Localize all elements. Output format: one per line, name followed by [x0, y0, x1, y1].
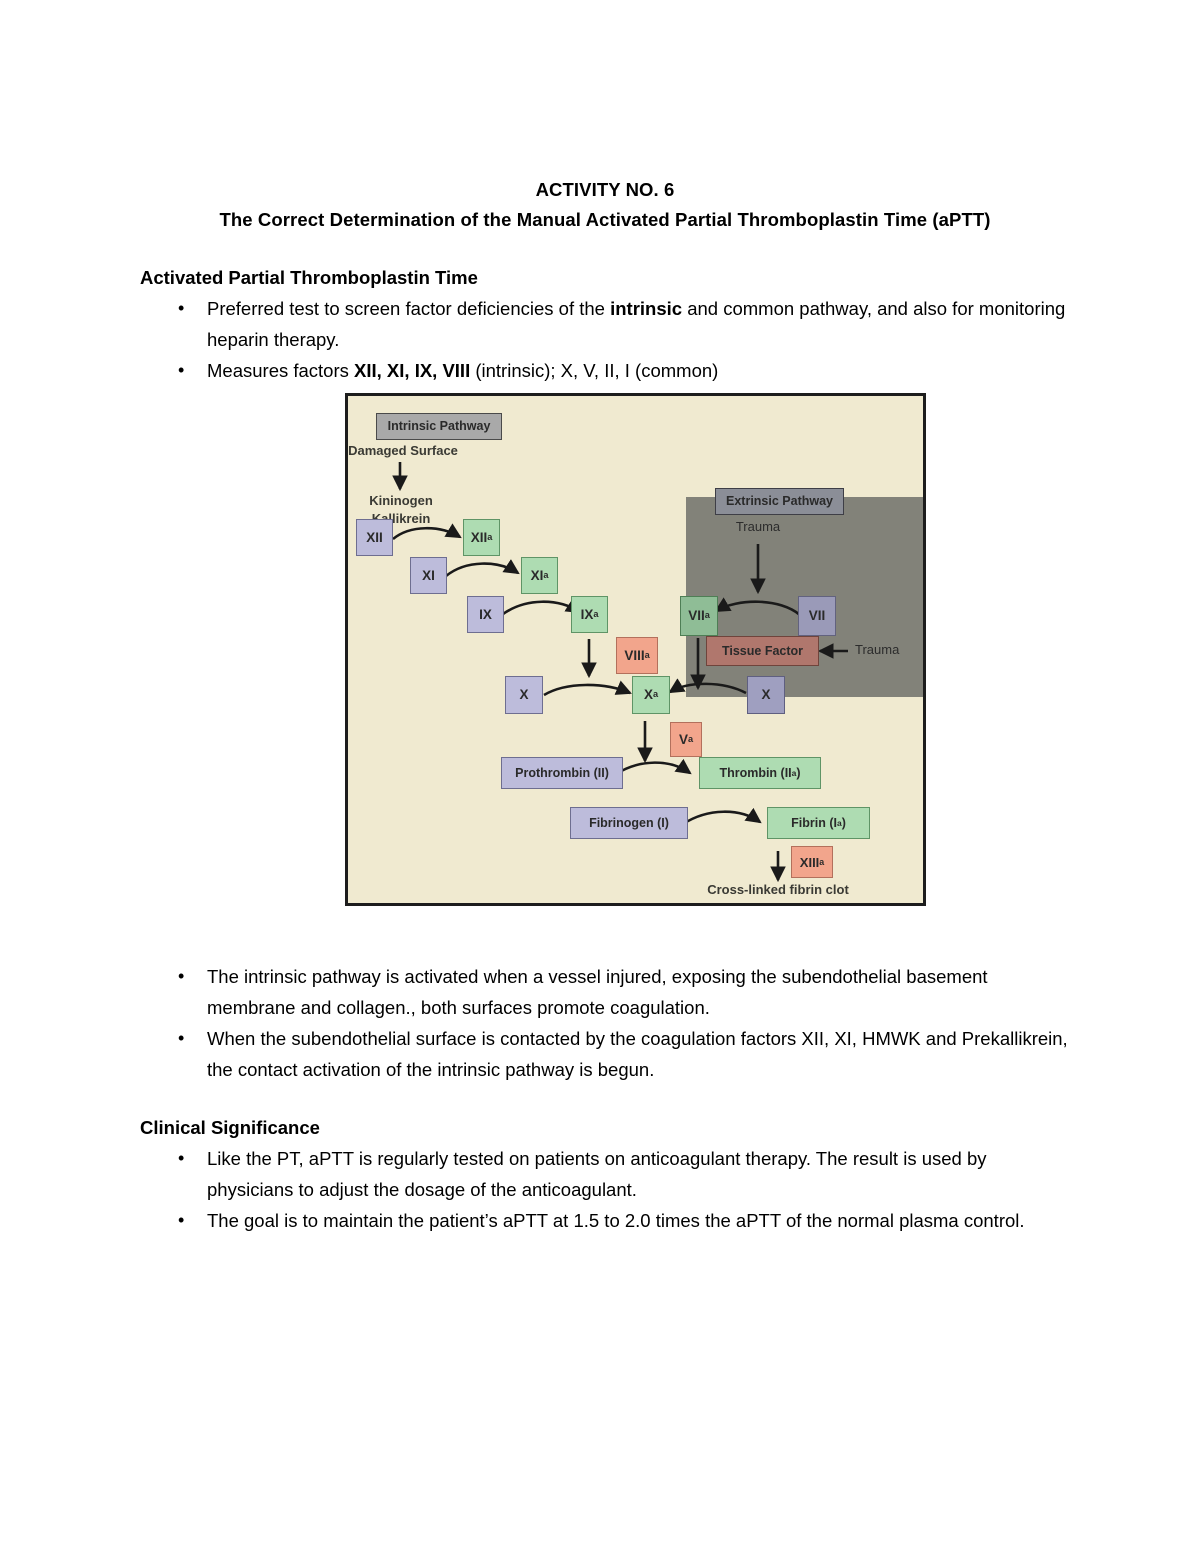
page-title: ACTIVITY NO. 6 — [535, 179, 675, 200]
node-label: Thrombin (II — [719, 765, 792, 780]
node-label: VII — [808, 608, 826, 624]
body-text: and common pathway, and also for monitor… — [207, 298, 1066, 350]
body-text: The intrinsic pathway is activated when … — [207, 966, 988, 1018]
node-prothrombin: Prothrombin (II) — [501, 757, 623, 789]
label-trauma-top: Trauma — [735, 519, 781, 534]
heading-clinical-significance: Clinical Significance — [140, 1117, 320, 1138]
node-sub: a — [652, 689, 659, 700]
node-label: X — [643, 687, 653, 703]
emphasis-text: intrinsic — [610, 298, 683, 319]
node-label: XIII — [799, 854, 820, 870]
node-label: VII — [688, 608, 705, 624]
heading-aptt: Activated Partial Thromboplastin Time — [140, 267, 478, 288]
node-label: V — [678, 731, 688, 747]
node-label: Fibrin (I — [791, 815, 837, 830]
node-label: Fibrinogen (I) — [589, 815, 669, 830]
node-sub: a — [543, 569, 549, 580]
node-label: Intrinsic Pathway — [387, 419, 491, 434]
emphasis-text: XII, XI, IX, VIII — [354, 360, 471, 381]
node-sub: a — [644, 649, 650, 660]
label-cross-linked-fibrin-clot: Cross-linked fibrin clot — [707, 882, 849, 897]
node-label: XI — [530, 567, 544, 583]
node-intrinsic-pathway-header: Intrinsic Pathway — [376, 413, 502, 440]
body-text: Measures factors — [207, 360, 355, 381]
node-sub: a — [593, 608, 599, 619]
label-damaged-surface: Damaged Surface — [348, 443, 458, 458]
list-item: Measures factors XII, XI, IX, VIII (intr… — [140, 355, 1070, 386]
node-label: X — [519, 687, 529, 703]
list-item: When the subendothelial surface is conta… — [140, 1023, 1070, 1085]
node-suffix: ) — [796, 765, 801, 780]
node-sub: a — [487, 531, 493, 542]
list-item: The goal is to maintain the patient’s aP… — [140, 1205, 1070, 1236]
node-label: XII — [470, 529, 488, 545]
body-text: (intrinsic); X, V, II, I (common) — [470, 360, 719, 381]
node-factor-ix: IX — [467, 596, 504, 633]
node-label: Extrinsic Pathway — [726, 494, 833, 509]
node-sub: a — [791, 767, 797, 778]
list-aptt: Preferred test to screen factor deficien… — [140, 293, 1070, 386]
body-text: Like the PT, aPTT is regularly tested on… — [207, 1148, 987, 1200]
node-factor-vii: VII — [798, 596, 836, 636]
body-text: Preferred test to screen factor deficien… — [207, 298, 611, 319]
node-tissue-factor: Tissue Factor — [706, 636, 819, 666]
node-label: VIII — [624, 647, 645, 663]
list-clinical-significance: Like the PT, aPTT is regularly tested on… — [140, 1143, 1070, 1236]
node-label: IX — [580, 606, 594, 622]
figure-canvas: Intrinsic Pathway Extrinsic Pathway Dama… — [348, 396, 923, 903]
node-fibrinogen: Fibrinogen (I) — [570, 807, 688, 839]
node-label: IX — [479, 606, 492, 622]
label-kininogen: Kininogen — [369, 493, 433, 508]
node-factor-x-right: X — [747, 676, 785, 714]
page-subtitle: The Correct Determination of the Manual … — [219, 209, 991, 230]
body-text: The goal is to maintain the patient’s aP… — [207, 1210, 1025, 1231]
node-sub: a — [704, 610, 710, 621]
node-extrinsic-pathway-header: Extrinsic Pathway — [715, 488, 844, 515]
figure-container: Intrinsic Pathway Extrinsic Pathway Dama… — [140, 393, 1070, 913]
node-label: XII — [366, 529, 383, 545]
node-label: X — [761, 687, 771, 703]
node-factor-xii: XII — [356, 519, 393, 556]
label-trauma-right: Trauma — [855, 642, 900, 657]
node-sub: a — [836, 817, 842, 828]
list-item: Preferred test to screen factor deficien… — [140, 293, 1070, 355]
node-suffix: ) — [841, 815, 846, 830]
document-body: ACTIVITY NO. 6 The Correct Determination… — [140, 175, 1070, 1236]
body-text: When the subendothelial surface is conta… — [207, 1028, 1068, 1080]
node-label: Tissue Factor — [721, 643, 804, 658]
node-sub: a — [687, 733, 694, 744]
list-item: The intrinsic pathway is activated when … — [140, 961, 1070, 1023]
node-sub: a — [819, 856, 825, 867]
node-factor-x-left: X — [505, 676, 543, 714]
node-factor-xi: XI — [410, 557, 447, 594]
list-item: Like the PT, aPTT is regularly tested on… — [140, 1143, 1070, 1205]
node-label: Prothrombin (II) — [515, 765, 609, 780]
coagulation-cascade-figure: Intrinsic Pathway Extrinsic Pathway Dama… — [345, 393, 926, 906]
list-pathway-notes: The intrinsic pathway is activated when … — [140, 961, 1070, 1085]
node-label: XI — [422, 567, 435, 583]
